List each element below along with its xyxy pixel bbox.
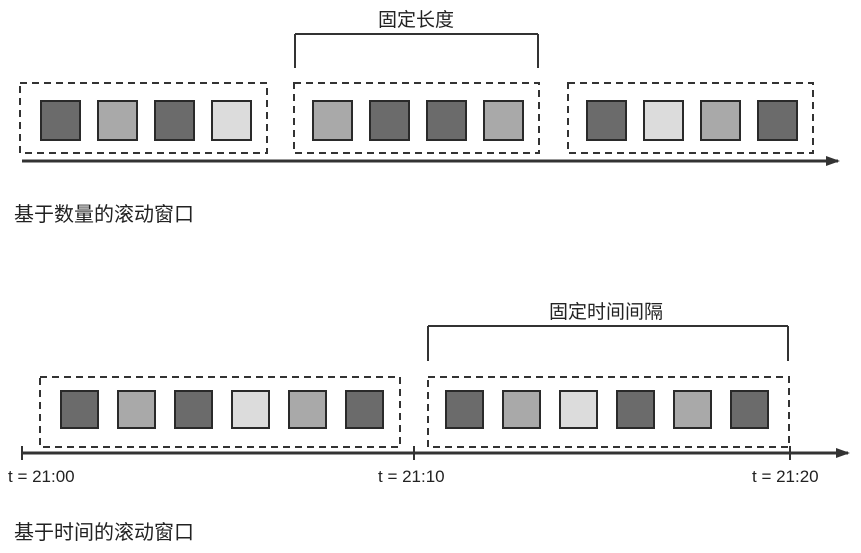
count-event-cell — [483, 100, 524, 141]
time-window-1 — [39, 376, 401, 448]
count-event-cell — [312, 100, 353, 141]
time-event-cell — [117, 390, 156, 429]
count-event-cell — [97, 100, 138, 141]
time-event-cell — [673, 390, 712, 429]
time-event-cell — [231, 390, 270, 429]
time-event-cell — [616, 390, 655, 429]
count-event-cell — [643, 100, 684, 141]
fixed-length-label: 固定长度 — [377, 9, 455, 31]
time-event-cell — [730, 390, 769, 429]
time-event-cell — [559, 390, 598, 429]
count-event-cell — [586, 100, 627, 141]
time-window-2 — [427, 376, 790, 448]
time-event-cell — [288, 390, 327, 429]
time-event-cell — [60, 390, 99, 429]
time-event-cell — [502, 390, 541, 429]
count-event-cell — [369, 100, 410, 141]
count-event-cell — [700, 100, 741, 141]
time-event-cell — [445, 390, 484, 429]
count-window-title: 基于数量的滚动窗口 — [14, 202, 194, 226]
time-event-cell — [345, 390, 384, 429]
count-event-cell — [757, 100, 798, 141]
count-event-cell — [426, 100, 467, 141]
count-window-section — [19, 33, 840, 166]
count-window-2 — [293, 82, 540, 154]
count-event-cell — [154, 100, 195, 141]
fixed-interval-label: 固定时间间隔 — [548, 301, 664, 323]
count-event-cell — [40, 100, 81, 141]
time-window-title: 基于时间的滚动窗口 — [14, 520, 194, 544]
count-window-1 — [19, 82, 268, 154]
count-windows-group — [19, 82, 814, 154]
time-window-section — [21, 325, 850, 460]
time-windows-group — [39, 376, 790, 448]
time-label-middle: t = 21:10 — [378, 467, 445, 486]
time-event-cell — [174, 390, 213, 429]
count-event-cell — [211, 100, 252, 141]
time-label-end: t = 21:20 — [752, 467, 819, 486]
time-label-start: t = 21:00 — [8, 467, 75, 486]
count-window-3 — [567, 82, 814, 154]
